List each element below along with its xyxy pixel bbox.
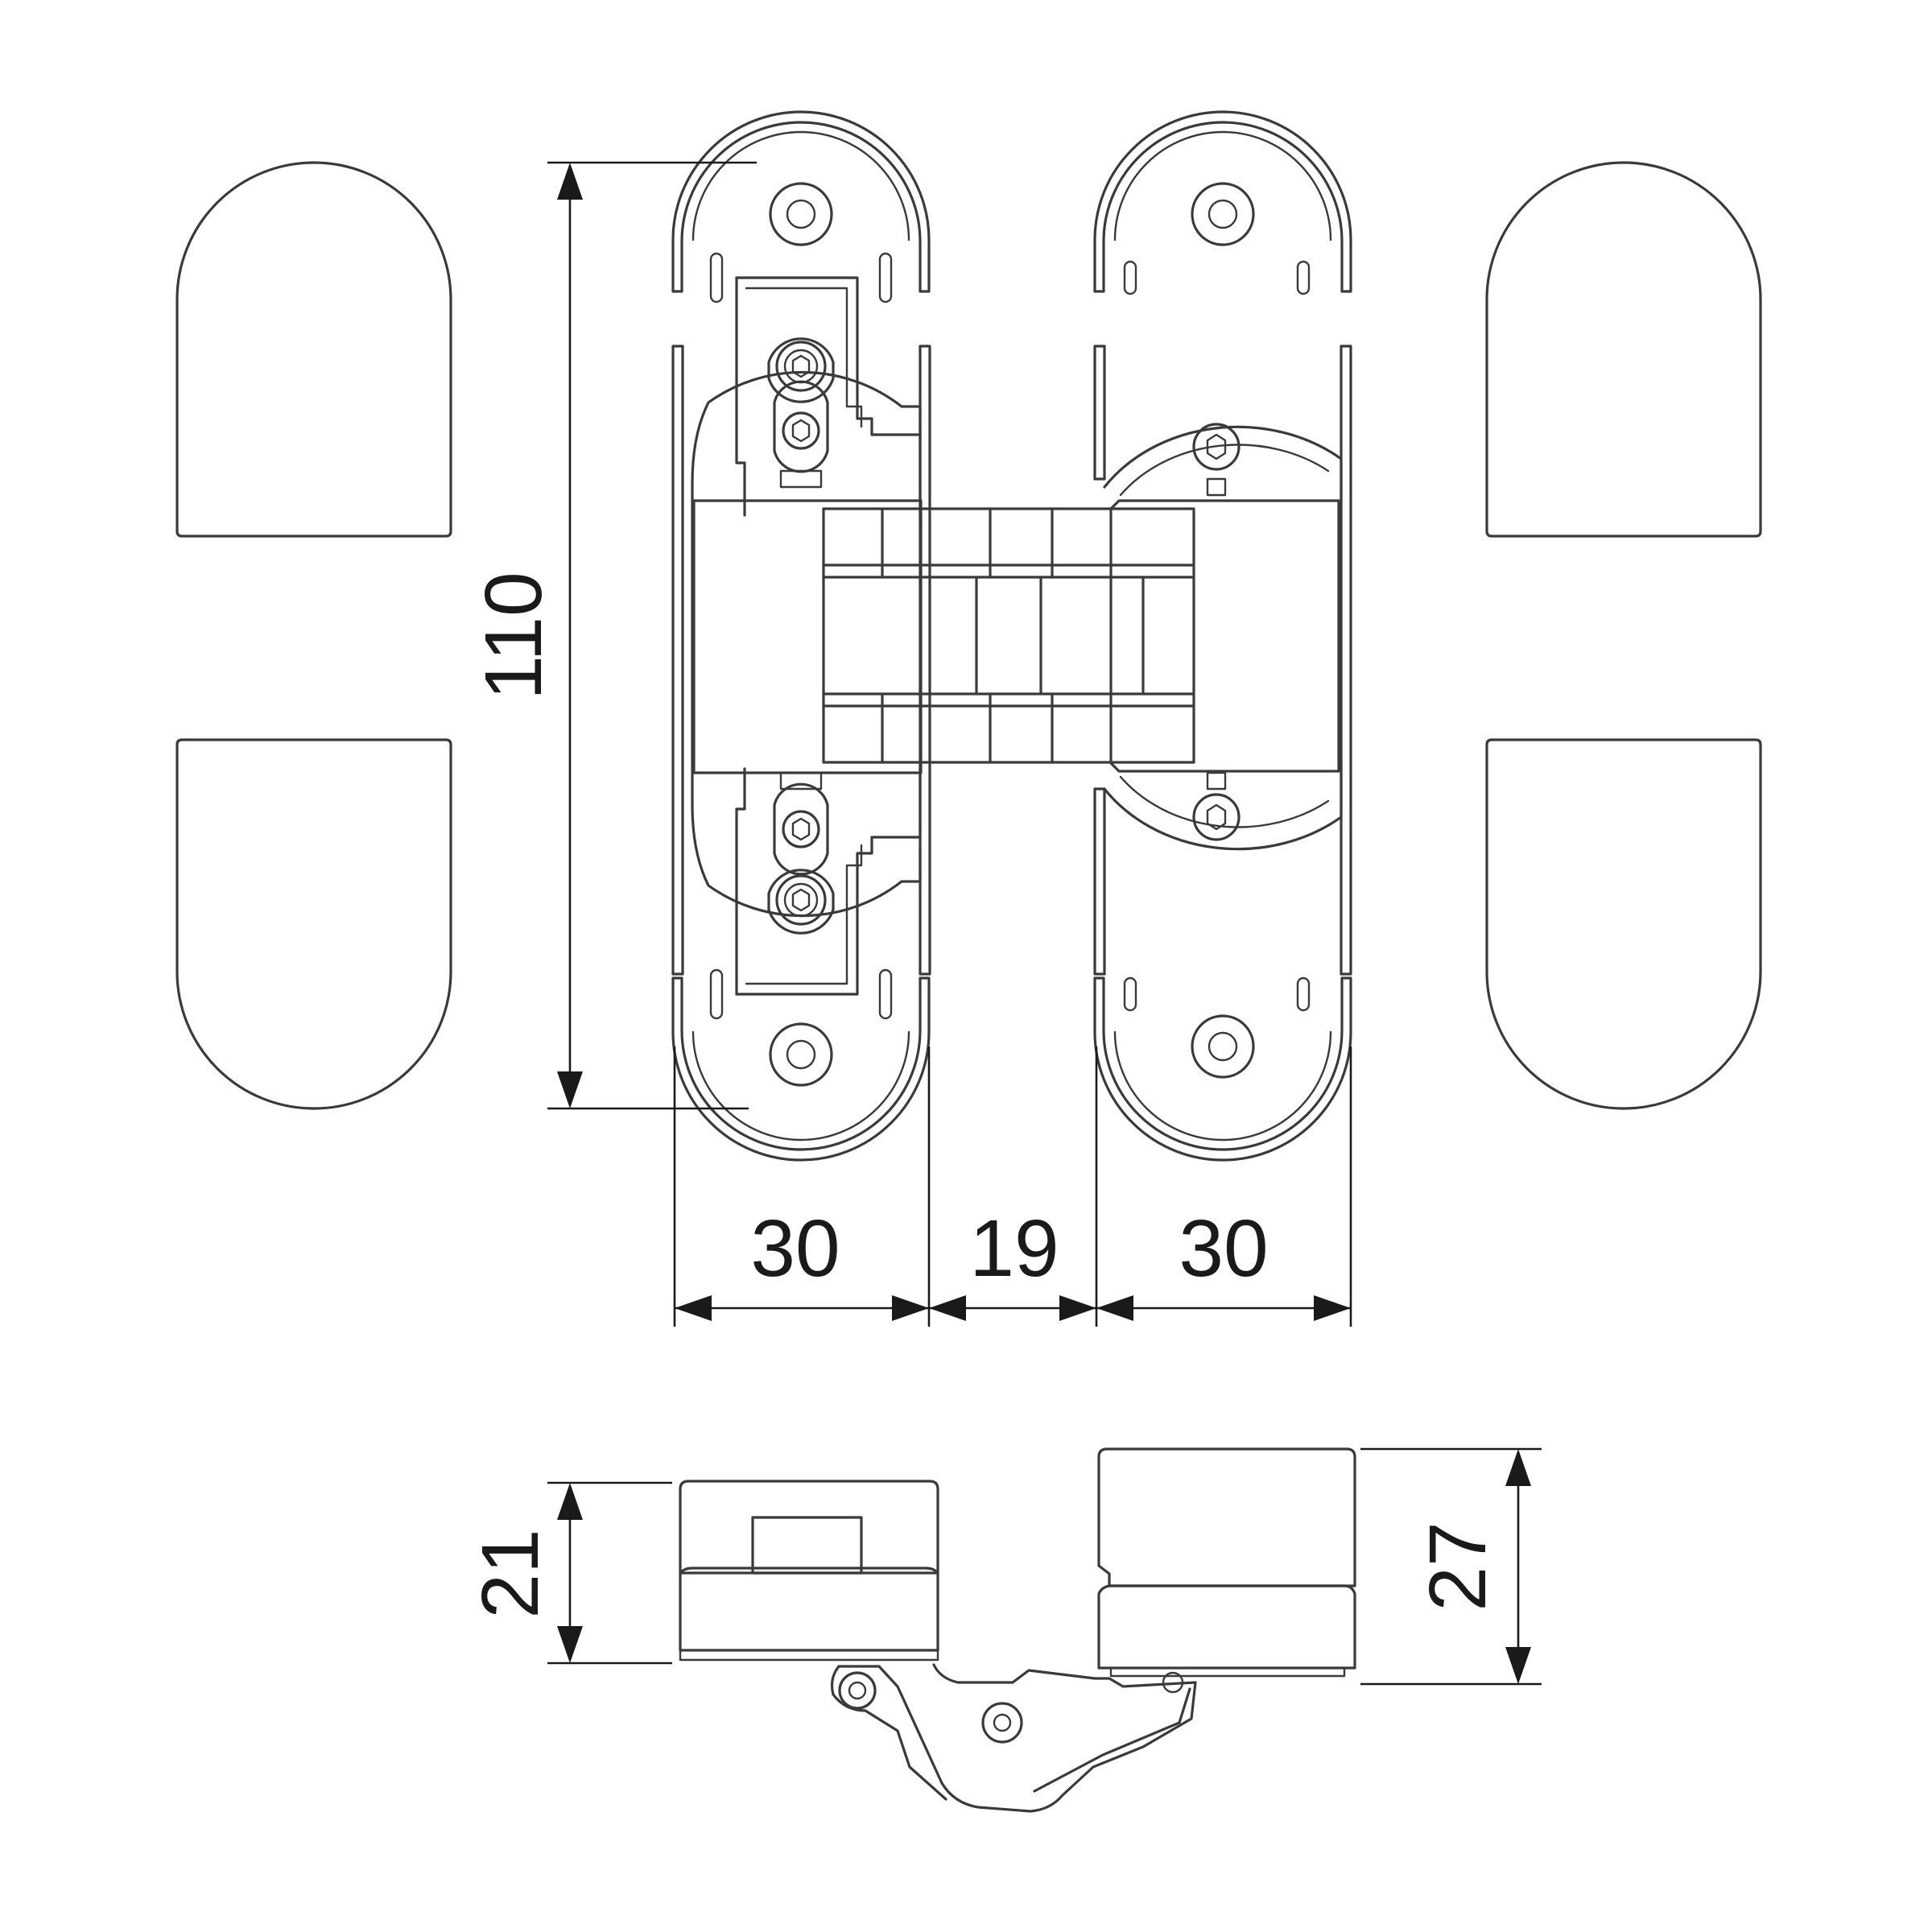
- dimension-left-leaf-label: 30: [750, 1203, 840, 1294]
- dimension-side-right: 27: [1360, 1447, 1542, 1686]
- dimension-side-left: 21: [465, 1481, 672, 1665]
- hinge-knuckle: [822, 507, 1195, 764]
- adjustment-screw-top-2: [782, 411, 820, 450]
- dimension-height-label: 110: [469, 572, 559, 700]
- dimension-gap-label: 19: [969, 1203, 1059, 1294]
- adjustment-screw-top-1: [775, 341, 827, 392]
- screw-hole-bottom-left-leaf: [769, 1022, 833, 1087]
- screw-hole-top-left-leaf: [769, 182, 833, 246]
- hinge-right-leaf: [1093, 110, 1352, 1162]
- adjustment-screw-right-top: [1192, 423, 1241, 471]
- dimension-right-leaf-label: 30: [1179, 1203, 1268, 1294]
- adjustment-screw-right-bottom: [1192, 793, 1241, 841]
- adjustment-screw-bottom-2: [775, 874, 827, 926]
- hinge-left-body-band: [692, 499, 923, 774]
- hinge-right-body-band: [1109, 499, 1340, 773]
- dimension-side-right-label: 27: [1413, 1521, 1503, 1611]
- hinge-side-view: [679, 1447, 1356, 1813]
- adjustment-screw-bottom-1: [782, 810, 820, 848]
- hinge-left-leaf: [671, 110, 931, 1162]
- cover-cap-bottom-right: [1485, 738, 1762, 1110]
- dimension-widths: 30 19 30: [673, 1046, 1352, 1327]
- cover-cap-bottom-left: [175, 738, 452, 1110]
- dimension-height: 110: [469, 161, 757, 1110]
- cover-caps: [175, 161, 1762, 1110]
- cover-cap-top-left: [175, 161, 452, 538]
- screw-hole-bottom-right-leaf: [1191, 1014, 1255, 1079]
- dimension-side-left-label: 21: [465, 1529, 555, 1618]
- cover-cap-top-right: [1485, 161, 1762, 538]
- screw-hole-top-right-leaf: [1191, 182, 1255, 246]
